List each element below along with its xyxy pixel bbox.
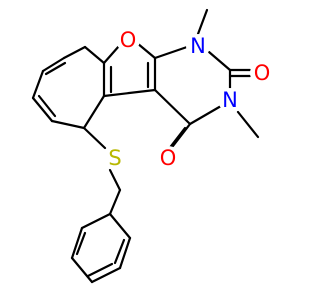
bond-c4-c3a	[153, 88, 192, 126]
bond-s-ch2	[108, 168, 122, 192]
s-label: S	[108, 146, 121, 170]
bond-layer	[31, 8, 260, 284]
bond-ph6-ph1	[80, 212, 112, 230]
o-c2-label: O	[254, 61, 271, 85]
bond-c4-s	[82, 126, 107, 150]
bond-c6-c5-inner	[37, 94, 57, 118]
bond-c7-c6	[31, 69, 45, 100]
bond-n1-c2	[207, 50, 232, 72]
o-c2-mask	[250, 61, 274, 85]
o-furan-label: O	[120, 28, 137, 52]
atom-label-layer: O N O N O S	[103, 28, 274, 170]
n1-mask	[186, 34, 210, 58]
bond-n3-c4	[188, 104, 223, 126]
bond-o-c9a	[135, 41, 157, 60]
bond-ph5-ph6	[70, 226, 84, 260]
o-c4-mask	[156, 146, 180, 170]
bond-c6-c5	[31, 96, 54, 123]
bond-c7-c7-inner	[44, 61, 67, 76]
bond-ph2-ph3	[118, 236, 132, 270]
bond-c5-c4	[50, 119, 86, 130]
bond-c8a-c8	[62, 45, 87, 60]
bond-ph-inner-c	[86, 262, 114, 278]
bond-ph-inner-a	[113, 238, 126, 265]
bond-c4-o	[171, 122, 192, 148]
bond-c8-c7	[41, 56, 66, 73]
structure-diagram: O N O N O S	[31, 8, 274, 284]
o-c4-label: O	[160, 146, 177, 170]
bond-c4-c3b	[82, 94, 106, 130]
bond-c9a-n1	[153, 45, 189, 60]
n1-label: N	[190, 34, 206, 58]
bond-ph3-ph4	[90, 266, 122, 284]
s-mask	[103, 146, 127, 170]
bond-ph1-ph2	[108, 212, 132, 240]
bond-ch2-ph	[108, 188, 122, 216]
bond-c8a-o	[102, 44, 121, 65]
bond-c4-o-double	[166, 126, 187, 152]
bond-ph-inner-b	[75, 231, 87, 256]
n3-label: N	[222, 88, 238, 112]
bond-c3a-c3b	[102, 88, 157, 98]
bond-ph4-ph5	[70, 256, 94, 284]
molecule-drawing: O N O N O S	[31, 8, 274, 284]
bond-c8a-c8	[83, 45, 106, 65]
bond-n1-me	[196, 8, 209, 36]
o-furan-mask	[116, 28, 140, 52]
n3-mask	[218, 88, 242, 112]
bond-n3-me	[236, 110, 260, 139]
